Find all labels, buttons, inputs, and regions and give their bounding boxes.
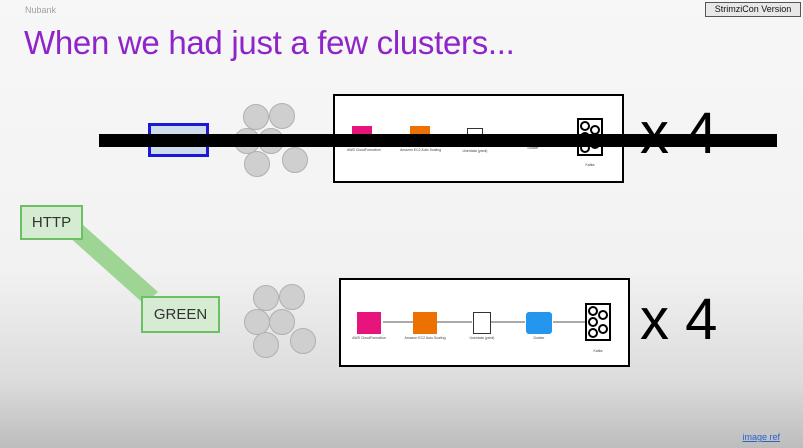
image-ref-link[interactable]: image ref xyxy=(742,432,780,442)
kafka-node: Kafka xyxy=(583,302,613,353)
document-icon xyxy=(473,312,491,334)
node-caption: Kafka xyxy=(593,349,603,353)
node-caption: Kafka xyxy=(585,163,595,167)
cluster-node xyxy=(269,103,295,129)
pipeline-box-bottom: AWS CloudFormation Amazon EC2 Auto Scali… xyxy=(339,278,630,367)
cluster-node xyxy=(244,309,270,335)
cloudformation-icon xyxy=(357,312,381,334)
multiplier-top: x 4 xyxy=(640,105,717,163)
node-caption: Amazon EC2 Auto Scaling xyxy=(404,336,446,340)
cluster-node xyxy=(253,332,279,358)
version-badge: StrimziCon Version xyxy=(705,2,801,17)
multiplier-bottom: x 4 xyxy=(640,287,718,352)
node-caption: Userdata (yaml) xyxy=(469,336,495,340)
cluster-node xyxy=(269,309,295,335)
node-caption: Userdata (yaml) xyxy=(462,149,488,153)
cloudformation-node: AWS CloudFormation xyxy=(352,312,386,340)
http-label-box: HTTP xyxy=(20,205,83,240)
userdata-node: Userdata (yaml) xyxy=(463,312,501,340)
green-label-box: GREEN xyxy=(141,296,220,333)
cluster-node xyxy=(282,147,308,173)
cluster-node xyxy=(253,285,279,311)
kafka-icon xyxy=(585,303,611,341)
node-caption: Docker xyxy=(527,146,539,150)
node-caption: AWS CloudFormation xyxy=(352,336,386,340)
cluster-node xyxy=(244,151,270,177)
cluster-node xyxy=(279,284,305,310)
cluster-node xyxy=(243,104,269,130)
docker-node: Docker xyxy=(515,126,551,150)
autoscaling-icon xyxy=(413,312,437,334)
docker-node: Docker xyxy=(521,312,557,340)
docker-icon xyxy=(526,312,552,334)
strike-through-line xyxy=(99,134,777,147)
brand-label: Nubank xyxy=(25,5,57,15)
autoscaling-node: Amazon EC2 Auto Scaling xyxy=(403,312,447,340)
pipeline-arrows xyxy=(383,321,585,323)
slide-title: When we had just a few clusters... xyxy=(24,24,515,61)
node-caption: AWS CloudFormation xyxy=(347,148,381,152)
cluster-node xyxy=(290,328,316,354)
node-caption: Amazon EC2 Auto Scaling xyxy=(400,148,442,152)
node-caption: Docker xyxy=(533,336,545,340)
